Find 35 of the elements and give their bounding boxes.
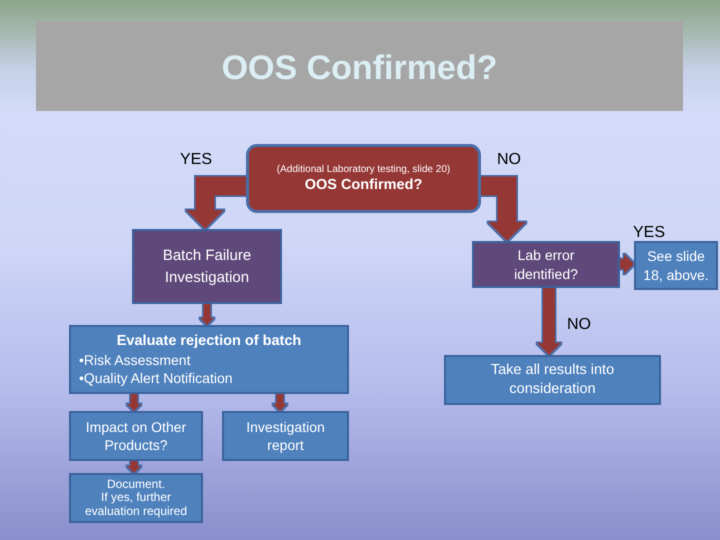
edge-label: NO (497, 152, 521, 168)
arrow (537, 288, 561, 355)
box-label: Take all results into consideration (490, 361, 616, 399)
edge-label: NO (567, 317, 591, 333)
process-box (222, 411, 349, 461)
arrow (127, 461, 141, 473)
arrow (481, 176, 526, 241)
arrow (186, 176, 246, 229)
box-label: Batch Failure Investigation (162, 246, 252, 288)
bullet-item: •Risk Assessment (79, 350, 192, 369)
decision-box (69, 411, 203, 461)
arrow (200, 304, 214, 325)
box-label: Lab error identified? (513, 246, 579, 283)
process-box (634, 241, 718, 290)
slide-title: OOS Confirmed? (222, 48, 498, 88)
process-box (132, 229, 282, 304)
process-box (444, 355, 661, 405)
arrow (273, 394, 287, 411)
arrow (620, 254, 634, 274)
box-heading: Evaluate rejection of batch (116, 332, 302, 351)
box-label: If yes, further evaluation required (84, 491, 188, 518)
edge-label: YES (633, 225, 666, 241)
box-label: Investigation report (245, 418, 326, 454)
decision-box (472, 241, 620, 288)
arrow (127, 394, 141, 411)
edge-label: YES (180, 152, 212, 168)
box-label: Document. (106, 478, 166, 492)
box-label: Impact on Other Products? (84, 418, 188, 454)
note-text: (Additional Laboratory testing, slide 20) (276, 162, 452, 176)
decision-question: OOS Confirmed? (304, 176, 424, 194)
box-label: See slide 18, above. (642, 247, 710, 284)
bullet-item: •Quality Alert Notification (79, 368, 234, 388)
process-box (69, 473, 203, 523)
process-box (69, 325, 349, 394)
decision-box (246, 144, 481, 213)
